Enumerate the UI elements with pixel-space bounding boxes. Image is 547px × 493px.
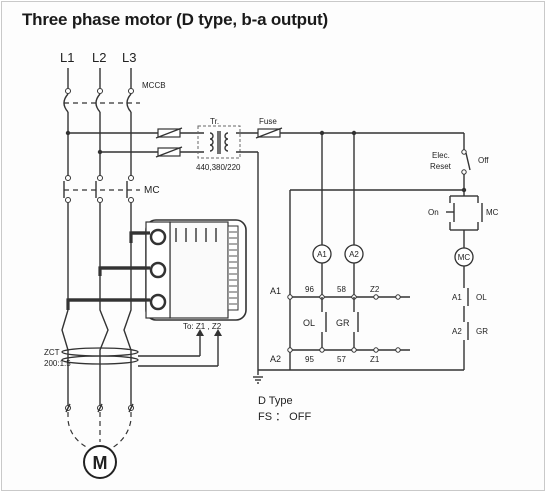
label-a1-right: A1 xyxy=(452,293,462,302)
elec-reset-switch xyxy=(461,149,471,175)
label-l3: L3 xyxy=(122,50,136,65)
svg-text:A1: A1 xyxy=(317,250,327,259)
label-l1: L1 xyxy=(60,50,74,65)
label-a1: A1 xyxy=(270,286,281,296)
label-gr-right: GR xyxy=(476,327,488,336)
label-fuse: Fuse xyxy=(259,117,277,126)
motor-relay-unit xyxy=(145,219,247,321)
label-d-type: D Type xyxy=(258,395,293,407)
zct-sensor xyxy=(61,329,222,367)
ground-icon xyxy=(253,376,263,384)
label-to-z: To: Z1 , Z2 xyxy=(183,322,222,331)
label-off: Off xyxy=(478,156,489,165)
motor-terminals xyxy=(65,395,134,413)
fuse-secondary xyxy=(255,127,283,139)
label-tr-voltage: 440,380/220 xyxy=(196,163,241,172)
transformer xyxy=(197,125,241,159)
label-ol: OL xyxy=(303,318,315,328)
label-zct-ratio: 200:1:5 xyxy=(44,359,71,368)
fuse-primary xyxy=(155,127,183,158)
svg-text:A2: A2 xyxy=(349,250,359,259)
incoming-lines xyxy=(67,68,132,88)
motor-icon: M xyxy=(83,445,117,479)
label-on: On xyxy=(428,208,439,217)
label-motor: M xyxy=(93,453,108,473)
label-96: 96 xyxy=(305,285,314,294)
svg-text:MC: MC xyxy=(458,253,471,262)
label-mc-aux: MC xyxy=(486,208,499,217)
mccb-breaker xyxy=(63,88,140,118)
coil-mc: MC xyxy=(454,247,474,267)
label-tr: Tr. xyxy=(210,117,219,126)
coil-a1: A1 xyxy=(312,244,332,264)
diagram-title: Three phase motor (D type, b-a output) xyxy=(22,10,328,29)
label-58: 58 xyxy=(337,285,346,294)
label-gr: GR xyxy=(336,318,350,328)
control-panel xyxy=(289,189,464,370)
ol-contact xyxy=(321,297,327,350)
label-reset: Reset xyxy=(430,162,452,171)
terminal-row-bottom xyxy=(287,347,401,353)
label-57: 57 xyxy=(337,355,346,364)
label-ol-right: OL xyxy=(476,293,487,302)
label-mccb: MCCB xyxy=(142,81,166,90)
label-z2: Z2 xyxy=(370,285,380,294)
label-zct: ZCT xyxy=(44,348,60,357)
on-button xyxy=(446,195,483,231)
label-elec: Elec. xyxy=(432,151,450,160)
label-95: 95 xyxy=(305,355,314,364)
label-l2: L2 xyxy=(92,50,106,65)
gr-contact xyxy=(353,297,359,350)
label-fs: FS ： OFF xyxy=(258,411,311,423)
mc-contactor xyxy=(63,175,140,203)
gr-contact-right xyxy=(463,322,469,370)
label-z1: Z1 xyxy=(370,355,380,364)
label-a2: A2 xyxy=(270,354,281,364)
label-a2-right: A2 xyxy=(452,327,462,336)
ol-contact-right xyxy=(463,288,469,322)
label-mc: MC xyxy=(144,185,160,196)
coil-a2: A2 xyxy=(344,244,364,264)
